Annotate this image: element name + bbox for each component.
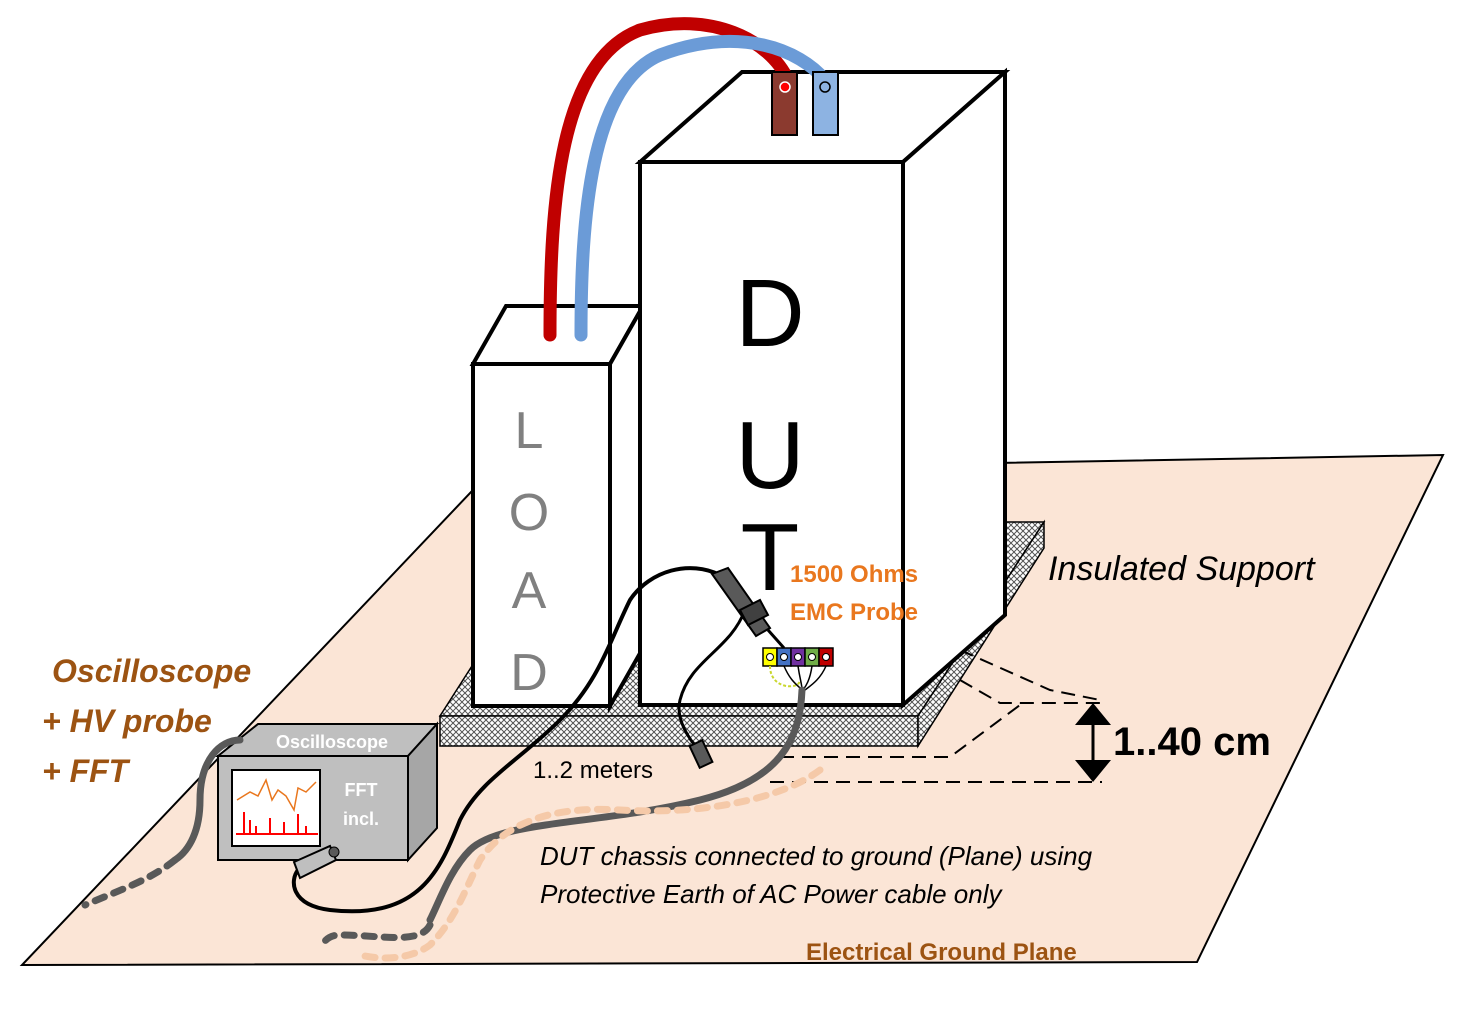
- cable-length-label: 1..2 meters: [533, 757, 653, 784]
- load-letter-o: O: [509, 484, 549, 542]
- oscilloscope-box: [215, 721, 440, 863]
- hv-probe-ground-lead: [677, 609, 747, 753]
- dut-letter-t: T: [741, 504, 800, 611]
- ac-power-cable-dashed: [318, 921, 434, 949]
- scope-connector: [292, 844, 340, 880]
- load-letter-a: A: [512, 562, 547, 620]
- ac-power-cable-shadow: [356, 766, 824, 962]
- scope-side-label-line1: Oscilloscope: [52, 653, 251, 689]
- oscilloscope-box-title: Oscilloscope: [276, 732, 388, 752]
- load-letter-l: L: [515, 402, 544, 460]
- height-range-label: 1..40 cm: [1113, 720, 1271, 764]
- height-arrow: [1075, 703, 1111, 782]
- load-box: [469, 298, 647, 714]
- oscilloscope-fft-line2: incl.: [343, 809, 379, 829]
- scope-side-label-line2: + HV probe: [42, 703, 212, 739]
- height-dimension-lines: [770, 649, 1102, 783]
- dut-letter-d: D: [735, 260, 804, 367]
- probe-label-line2: EMC Probe: [790, 599, 918, 626]
- hv-probe-cable: [291, 566, 721, 914]
- ground-plane-label: Electrical Ground Plane: [806, 939, 1077, 966]
- scope-side-label-line3: + FFT: [42, 753, 131, 789]
- insulated-support-label: Insulated Support: [1048, 550, 1316, 588]
- ground-clip: [688, 738, 714, 770]
- ac-power-cable: [426, 686, 806, 924]
- blue-cable: [574, 35, 832, 342]
- chassis-note-line2: Protective Earth of AC Power cable only: [540, 879, 1003, 909]
- oscilloscope-fft-line1: FFT: [345, 780, 378, 800]
- dut-terminal-red: [771, 71, 798, 136]
- chassis-note-line1: DUT chassis connected to ground (Plane) …: [540, 841, 1093, 871]
- dut-box: [634, 67, 1011, 710]
- load-letter-d: D: [510, 644, 548, 702]
- scope-power-cable-dashed: [81, 856, 179, 909]
- scope-power-cable: [171, 736, 244, 864]
- dut-letter-u: U: [735, 402, 804, 509]
- hv-probe: [710, 566, 786, 649]
- terminal-strip: [762, 647, 834, 691]
- probe-label-line1: 1500 Ohms: [790, 561, 918, 588]
- dut-terminal-blue: [812, 71, 839, 136]
